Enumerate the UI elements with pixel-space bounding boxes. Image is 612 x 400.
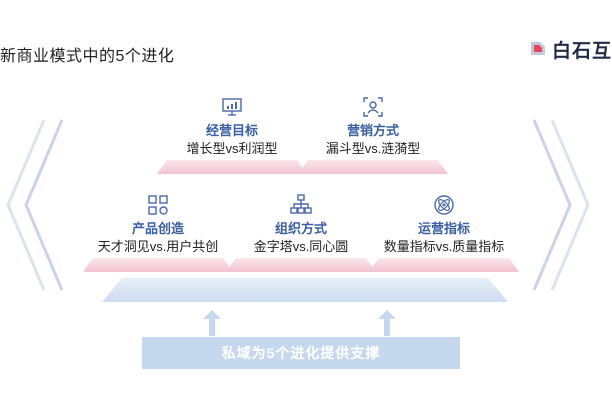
support-bar: 私域为5个进化提供支撑: [142, 337, 460, 369]
card-product-creation: 产品创造 天才洞见vs.用户共创: [83, 194, 233, 274]
card-organization: 组织方式 金字塔vs.同心圆: [226, 194, 376, 274]
card-slab: [369, 258, 519, 272]
card-category: 产品创造: [131, 221, 184, 236]
org-chart-icon: [290, 194, 312, 214]
logo: 白石互: [528, 36, 611, 62]
grid-cog-icon: [148, 195, 168, 215]
card-slab: [226, 258, 376, 272]
card-marketing: 营销方式 漏斗型vs.涟漪型: [298, 96, 448, 176]
card-business-goal: 经营目标 增长型vs利润型: [157, 96, 307, 176]
base-platform: [102, 278, 508, 302]
up-arrow-right-icon: [378, 310, 396, 336]
card-category: 营销方式: [346, 123, 399, 138]
page-title: 新商业模式中的5个进化: [0, 48, 175, 65]
card-operations: 运营指标 数量指标vs.质量指标: [369, 194, 519, 274]
logo-icon: [531, 42, 545, 55]
card-slab: [298, 160, 448, 174]
card-slab: [83, 258, 233, 272]
card-slab: [157, 160, 307, 174]
target-person-icon: [363, 97, 383, 117]
monitor-chart-icon: [222, 98, 242, 116]
card-category: 组织方式: [274, 221, 327, 236]
card-category: 运营指标: [417, 221, 470, 236]
card-subtitle: 增长型vs利润型: [186, 141, 278, 156]
card-subtitle: 漏斗型vs.涟漪型: [325, 141, 421, 156]
card-category: 经营目标: [205, 123, 258, 138]
atom-icon: [434, 195, 454, 215]
card-subtitle: 天才洞见vs.用户共创: [97, 239, 219, 254]
right-chevrons: [532, 119, 590, 291]
left-chevrons: [6, 119, 64, 291]
logo-text: 白石互: [552, 41, 612, 62]
card-subtitle: 数量指标vs.质量指标: [383, 239, 505, 254]
up-arrow-left-icon: [203, 310, 221, 336]
card-subtitle: 金字塔vs.同心圆: [253, 239, 349, 254]
